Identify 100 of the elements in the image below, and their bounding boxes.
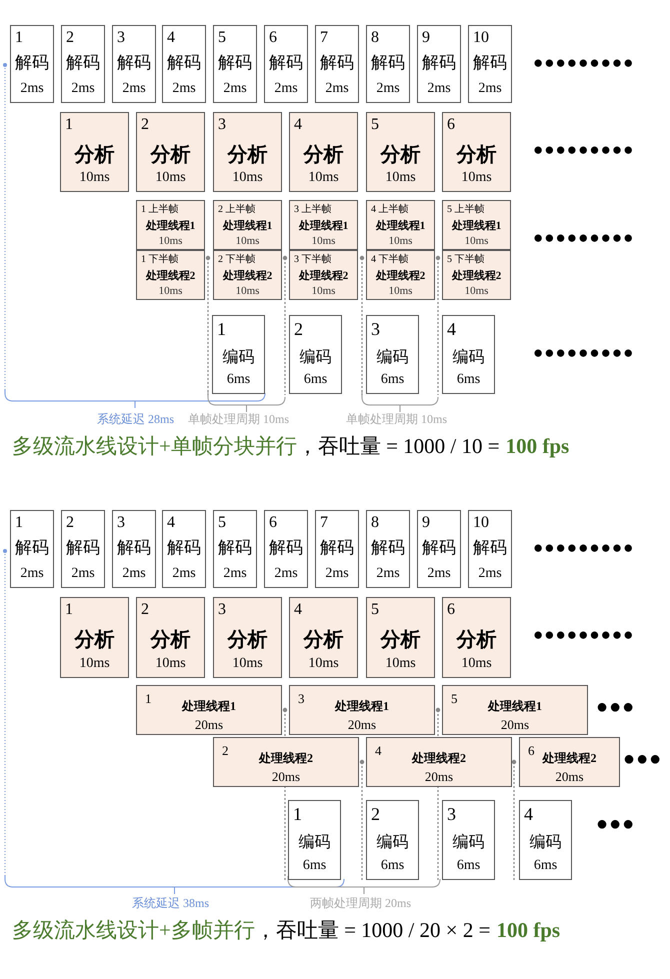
decode-box — [366, 25, 410, 103]
encode-box — [288, 800, 341, 880]
analysis-box — [366, 597, 435, 678]
thread-name: 处理线程2 — [222, 271, 272, 282]
decode-box — [417, 510, 461, 588]
encode-box — [289, 315, 342, 394]
frame-number: 1 — [64, 115, 73, 133]
ellipsis-dots: ●●●●●●●●● — [533, 54, 634, 71]
ellipsis-dots: ●●●●●●●●● — [533, 626, 634, 643]
period-label: 单帧处理周期 10ms — [188, 413, 290, 425]
duration: 10ms — [464, 286, 488, 297]
decode-box — [162, 510, 206, 588]
stage-name: 解码 — [117, 539, 151, 556]
half-frame-box — [213, 200, 282, 250]
duration: 20ms — [424, 770, 454, 783]
duration: 6ms — [456, 373, 480, 389]
duration: 2ms — [20, 82, 44, 98]
stage-name: 分析 — [304, 630, 344, 650]
analysis-box — [289, 597, 358, 678]
stage-name: 编码 — [376, 350, 408, 366]
stage-name: 解码 — [66, 54, 100, 71]
thread-name: 处理线程2 — [452, 271, 502, 282]
duration: 10ms — [155, 657, 186, 673]
analysis-box — [213, 112, 282, 192]
analysis-box — [136, 112, 205, 192]
thread-name: 处理线程2 — [298, 271, 348, 282]
duration: 10ms — [385, 171, 416, 187]
stage-name: 解码 — [320, 54, 354, 71]
frame-number: 3 — [298, 692, 304, 705]
frame-number: 5 — [217, 28, 226, 46]
stage-name: 分析 — [380, 145, 420, 165]
analysis-box — [442, 112, 511, 192]
half-frame-box — [289, 250, 358, 300]
stage-name: 解码 — [117, 54, 151, 71]
half-frame-box — [366, 200, 435, 250]
duration: 2ms — [274, 82, 298, 98]
decode-box — [213, 25, 257, 103]
frame-number: 2 — [140, 600, 149, 618]
frame-number: 6 — [528, 744, 534, 757]
duration: 20ms — [194, 718, 224, 731]
duration: 20ms — [555, 770, 584, 783]
duration: 6ms — [380, 373, 404, 389]
decode-box — [315, 510, 359, 588]
decode-box — [112, 25, 156, 103]
decode-box — [468, 25, 512, 103]
duration: 10ms — [385, 657, 416, 673]
frame-number: 8 — [370, 513, 379, 531]
stage-name: 解码 — [473, 539, 507, 556]
thread-name: 处理线程1 — [376, 221, 426, 232]
frame-label: 2 上半帧 — [217, 202, 256, 215]
duration: 2ms — [427, 567, 451, 583]
analysis-box — [136, 597, 205, 678]
frame-label: 2 下半帧 — [217, 252, 256, 265]
stage-name: 编码 — [300, 350, 332, 366]
ellipsis-dots: ●●● — [623, 749, 662, 769]
duration: 2ms — [122, 567, 146, 583]
duration: 20ms — [348, 718, 376, 731]
duration: 10ms — [312, 286, 336, 297]
duration: 6ms — [380, 859, 404, 875]
half-frame-box — [442, 250, 511, 300]
decode-box — [315, 25, 359, 103]
duration: 2ms — [274, 567, 298, 583]
thread-name: 处理线程1 — [298, 221, 348, 232]
frame-number: 10 — [472, 513, 489, 531]
duration: 2ms — [478, 567, 502, 583]
thread-name: 处理线程1 — [488, 700, 542, 712]
stage-name: 编码 — [452, 350, 484, 366]
decode-box — [366, 510, 410, 588]
stage-name: 解码 — [320, 539, 354, 556]
stage-name: 解码 — [371, 54, 405, 71]
frame-label: 4 下半帧 — [370, 252, 408, 265]
frame-number: 1 — [64, 600, 73, 618]
duration: 2ms — [122, 82, 146, 98]
caption-title: 多级流水线设计+多帧并行 — [12, 920, 255, 941]
duration: 2ms — [325, 567, 349, 583]
duration: 6ms — [304, 373, 328, 389]
duration: 10ms — [232, 657, 263, 673]
frame-number: 2 — [65, 28, 74, 46]
ellipsis-dots: ●●●●●●●●● — [533, 229, 634, 246]
analysis-box — [366, 112, 435, 192]
frame-number: 3 — [446, 803, 456, 823]
frame-number: 7 — [319, 513, 328, 531]
encode-box — [442, 800, 495, 880]
duration: 10ms — [236, 286, 260, 297]
stage-name: 分析 — [304, 145, 344, 165]
frame-number: 5 — [451, 692, 458, 705]
duration: 2ms — [172, 82, 196, 98]
duration: 20ms — [272, 770, 300, 783]
frame-number: 6 — [268, 28, 277, 46]
frame-number: 1 — [292, 803, 302, 823]
stage-name: 分析 — [228, 145, 268, 165]
decode-box — [468, 510, 512, 588]
encode-box — [442, 315, 495, 394]
duration: 6ms — [226, 373, 250, 389]
duration: 6ms — [534, 859, 558, 875]
decode-box — [162, 25, 206, 103]
frame-number: 2 — [140, 115, 149, 133]
frame-number: 4 — [446, 318, 456, 338]
stage-name: 解码 — [15, 539, 49, 556]
duration: 10ms — [79, 657, 110, 673]
